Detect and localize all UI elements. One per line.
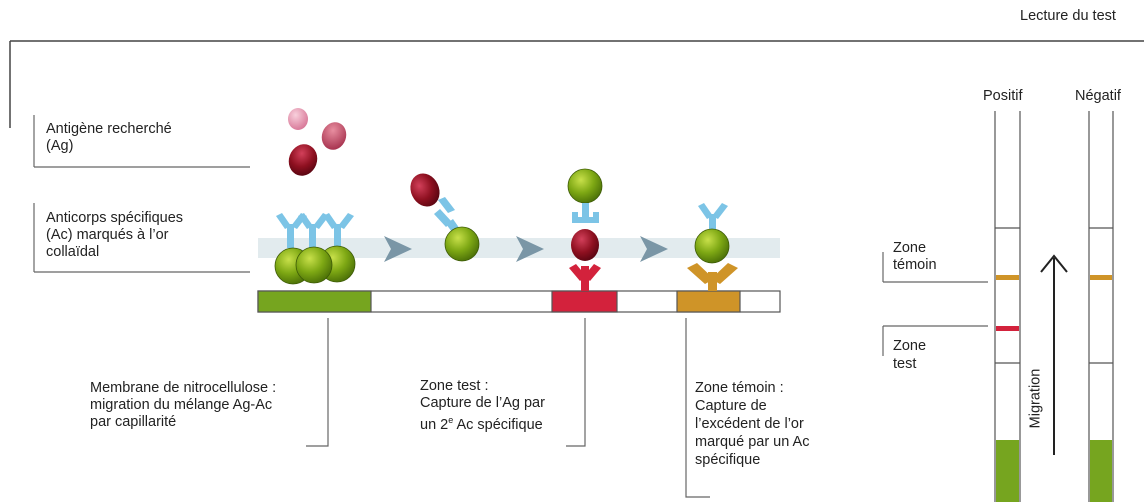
membrane-label-line1: Membrane de nitrocellulose : xyxy=(90,380,277,396)
antibody-label-line1: Anticorps spécifiques xyxy=(46,210,184,226)
migration-arrow-icon xyxy=(1040,254,1068,455)
strip-membrane-pad xyxy=(257,290,372,313)
antigen-medium xyxy=(321,122,347,150)
antibody-label-line3: collaïdal xyxy=(46,244,100,260)
test-zone-label-line2: Capture de l’Ag par xyxy=(420,395,545,411)
control-zone-label-line5: spécifique xyxy=(695,452,761,468)
negative-control-line xyxy=(1090,275,1112,280)
process-arrow-3 xyxy=(640,236,668,262)
test-zone-capture xyxy=(567,168,603,291)
negative-label: Négatif xyxy=(1075,88,1121,104)
test-zone-label-line3-post: Ac spécifique xyxy=(453,416,543,433)
result-strip-positive xyxy=(994,111,1021,502)
control-zone-label-line1: Zone témoin : xyxy=(695,380,784,396)
strip-control-pad xyxy=(676,290,741,313)
positive-absorbent-pad xyxy=(996,440,1019,502)
control-zone-label-line3: l’excédent de l’or xyxy=(695,416,804,432)
reading-control-zone-line1: Zone xyxy=(893,240,927,256)
free-antigens xyxy=(288,108,347,176)
antigen-antibody-complex xyxy=(410,173,480,262)
antigen-dark xyxy=(288,144,318,176)
reading-control-zone-line2: témoin xyxy=(893,257,937,273)
antigen-light xyxy=(288,108,308,130)
migration-label: Migration xyxy=(1027,368,1044,429)
membrane-label-line2: migration du mélange Ag-Ac xyxy=(90,397,273,413)
header-title: Lecture du test xyxy=(1020,8,1116,24)
labeled-antibody-cluster xyxy=(274,213,356,285)
gold-particle xyxy=(295,246,333,284)
test-zone-label-line1: Zone test : xyxy=(420,378,489,394)
control-zone-capture xyxy=(687,203,738,291)
strip-test-pad xyxy=(551,290,618,313)
antibody-label-line2: (Ac) marqués à l’or xyxy=(46,227,169,243)
process-arrows xyxy=(384,236,668,262)
antigen-label-line2: (Ag) xyxy=(46,138,74,154)
gold-particle xyxy=(567,168,603,204)
control-zone-label-line4: marqué par un Ac xyxy=(695,434,810,450)
header-bracket xyxy=(9,40,1144,128)
test-strip xyxy=(257,290,781,313)
reading-test-zone-line2: test xyxy=(893,356,917,372)
gold-particle xyxy=(694,228,730,264)
membrane-label-line3: par capillarité xyxy=(90,414,177,430)
process-arrow-2 xyxy=(516,236,544,262)
result-strip-negative xyxy=(1088,111,1114,502)
test-zone-label-line3-pre: un 2 xyxy=(420,416,449,433)
positive-label: Positif xyxy=(983,88,1023,104)
antigen-label-line1: Antigène recherché xyxy=(46,121,172,137)
process-arrow-1 xyxy=(384,236,412,262)
test-zone-label-line3: un 2e Ac spécifique xyxy=(420,412,543,434)
control-zone-label-line2: Capture de xyxy=(695,398,767,414)
positive-control-line xyxy=(996,275,1019,280)
reading-test-zone-line1: Zone xyxy=(893,338,927,354)
label-leaders xyxy=(33,115,988,498)
negative-absorbent-pad xyxy=(1090,440,1112,502)
test-zone-label-line3-sup: e xyxy=(448,415,454,425)
positive-test-line xyxy=(996,326,1019,331)
gold-particle xyxy=(444,226,480,262)
